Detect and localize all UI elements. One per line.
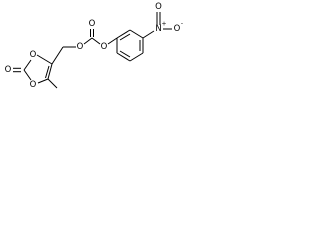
atom-n-nitro: N <box>155 24 161 34</box>
atom-o-linker-right: O <box>101 42 108 52</box>
atom-labels: O O O O O O N + O O - <box>5 2 183 90</box>
bond-ring-c5-c4 <box>47 63 53 80</box>
bond-benzene-inner-1 <box>119 33 131 41</box>
bond-lines <box>13 12 172 89</box>
atom-o-ring-bottom: O <box>30 80 37 90</box>
atom-o-carbonate-carbonyl: O <box>89 19 96 29</box>
bond-o-carbonate-c <box>83 37 93 45</box>
bond-c5-ch2 <box>51 46 64 65</box>
bond-ring-o1-c5 <box>36 54 53 65</box>
bond-ring-c4-o3 <box>37 78 49 84</box>
chemical-structure: O O O O O O N + O O - <box>5 2 183 90</box>
atom-o-linker-left: O <box>77 42 84 52</box>
charge-o-minus: - <box>181 21 183 28</box>
bond-benzene-1 <box>116 29 131 39</box>
bond-carbonate-c-o <box>91 37 101 45</box>
bond-benzene-inner-3 <box>119 50 131 58</box>
atom-o-ring-top: O <box>30 50 37 60</box>
chemical-structure-canvas: O O O O O O N + O O - <box>0 0 204 95</box>
bond-ring-o3-c2 <box>23 69 32 81</box>
bond-ring-c5-c4-inner <box>45 65 50 79</box>
atom-o-nitro-right: O <box>174 24 181 34</box>
atom-o-carbonyl-left: O <box>5 65 12 75</box>
bond-o-aryl <box>107 37 118 45</box>
bond-benzene-4 <box>129 52 144 62</box>
bond-methyl <box>47 78 58 89</box>
atom-o-nitro-top: O <box>155 2 162 12</box>
bond-ring-c2-o1 <box>23 59 32 71</box>
charge-n-plus: + <box>161 21 166 28</box>
bond-aryl-n <box>142 30 155 39</box>
bond-benzene-2 <box>129 29 144 39</box>
bond-benzene-5 <box>116 52 131 62</box>
